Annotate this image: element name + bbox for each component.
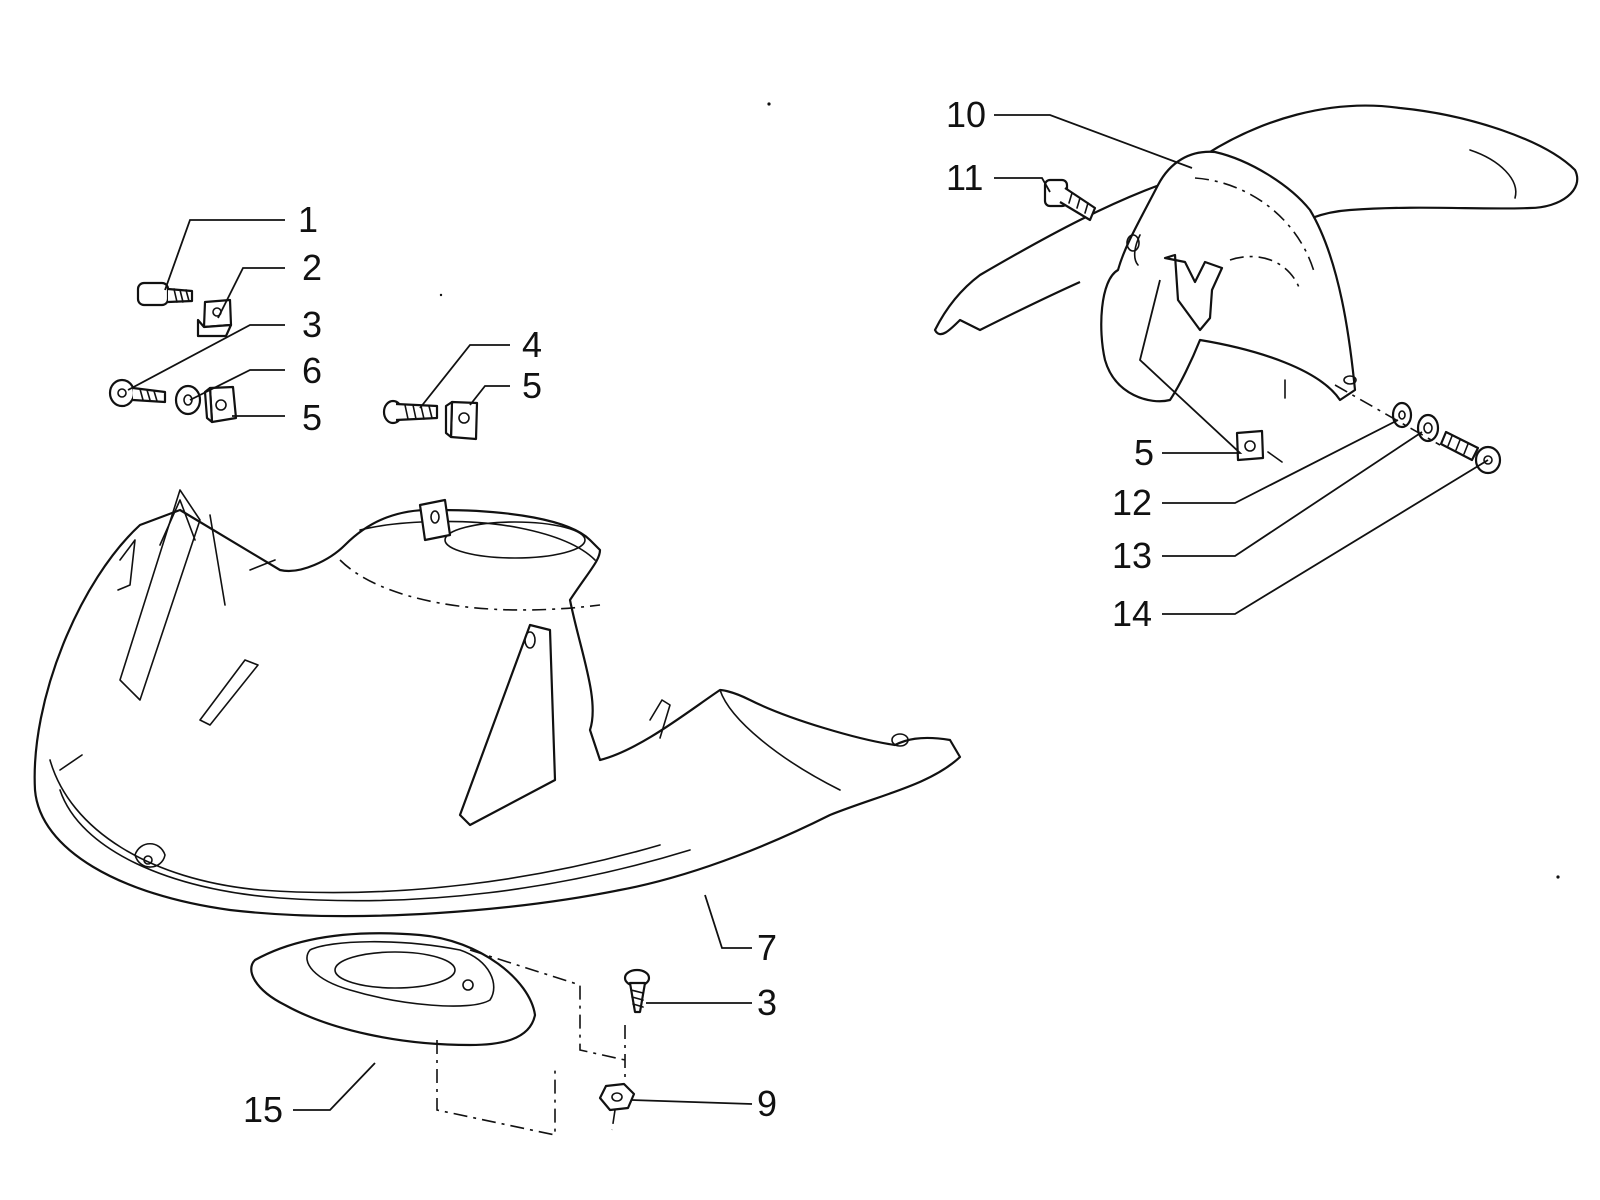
callout-7: 7 xyxy=(757,927,777,968)
clip-nut-part-5a xyxy=(203,385,238,424)
scan-speck xyxy=(1556,875,1560,879)
clip-nut-part-5c xyxy=(1235,429,1283,463)
callout-13: 13 xyxy=(1112,535,1152,576)
screw-part-3 xyxy=(108,378,167,408)
washer-part-6 xyxy=(174,384,202,416)
front-cover-part-7 xyxy=(33,489,962,918)
callout-2: 2 xyxy=(302,247,322,288)
front-mudguard-part-10 xyxy=(933,104,1579,403)
callout-12: 12 xyxy=(1112,482,1152,523)
callout-14: 14 xyxy=(1112,593,1152,634)
assembly-line-grommet-to-nut xyxy=(436,1040,556,1136)
assembly-line-screw-to-nut xyxy=(611,1025,626,1131)
callout-3: 3 xyxy=(757,982,777,1023)
scan-speck xyxy=(767,102,771,106)
washer-part-13 xyxy=(1416,413,1440,443)
callout-5: 5 xyxy=(522,365,542,406)
scan-speck xyxy=(439,293,443,297)
callout-4: 4 xyxy=(522,324,542,365)
callout-5: 5 xyxy=(1134,432,1154,473)
leader-lines xyxy=(127,114,1489,1111)
callout-15: 15 xyxy=(243,1089,283,1130)
callout-6: 6 xyxy=(302,350,322,391)
washer-part-12 xyxy=(1391,401,1413,429)
screw-part-3b xyxy=(623,968,651,1014)
callout-5: 5 xyxy=(302,397,322,438)
screw-part-14 xyxy=(1439,430,1502,475)
clip-nut-part-2 xyxy=(196,298,233,338)
screw-part-11 xyxy=(1043,178,1097,222)
nut-part-9 xyxy=(598,1082,636,1112)
assembly-line-grommet-to-screw xyxy=(469,949,626,1061)
clip-nut-part-5b xyxy=(444,400,479,441)
callout-9: 9 xyxy=(757,1083,777,1124)
callout-3: 3 xyxy=(302,304,322,345)
callout-11: 11 xyxy=(946,157,983,198)
screw-part-1 xyxy=(136,281,194,307)
callout-10: 10 xyxy=(946,94,986,135)
assembly-line-washer-stack xyxy=(1334,384,1441,446)
callout-1: 1 xyxy=(298,199,318,240)
grommet-part-15 xyxy=(250,932,537,1047)
screw-part-4 xyxy=(382,399,439,425)
